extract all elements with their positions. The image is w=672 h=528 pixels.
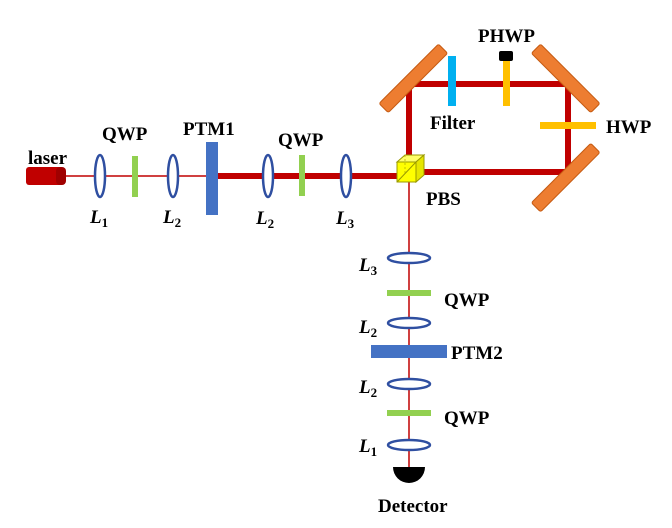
qwp-plate-4 [387,410,431,416]
lens-l3-horizontal [339,153,353,199]
phwp-mount [499,51,513,61]
qwp-plate-1 [132,156,138,197]
lens-label-l2-horizontal-1: L2 [162,207,181,230]
qwp-plate-2 [299,155,305,196]
phwp-plate [503,60,510,106]
phwp-label: PHWP [478,26,535,47]
lens-l2-horizontal-1 [166,153,180,199]
ptm1-label: PTM1 [183,119,235,140]
mirror-top-left [379,44,448,113]
qwp-label-3: QWP [444,290,490,311]
lens-label-l1-horizontal: L1 [89,207,108,230]
filter-plate [448,56,456,106]
qwp-label-4: QWP [444,408,490,429]
lens-label-l2-vertical-2: L2 [358,377,377,400]
ptm1-plate [206,142,218,215]
detector-label: Detector [378,496,448,517]
lens-label-l1-vertical: L1 [358,436,377,459]
hwp-plate [540,122,596,129]
lens-l2-vertical-2 [386,377,432,391]
pbs-cube [395,153,426,184]
mirror-top-right [531,44,600,113]
ptm2-plate [371,345,447,358]
lens-l1-horizontal [93,153,107,199]
lens-l1-vertical [386,438,432,452]
lens-l3-vertical [386,251,432,265]
lens-label-l2-horizontal-2: L2 [255,208,274,231]
laser-source [26,167,66,185]
hwp-label: HWP [606,117,652,138]
ptm2-label: PTM2 [451,343,503,364]
lens-label-l3-vertical: L3 [358,255,378,278]
qwp-label-2: QWP [278,130,324,151]
qwp-plate-3 [387,290,431,296]
detector-icon [393,467,425,483]
pbs-label: PBS [426,189,461,210]
lens-label-l3-horizontal: L3 [335,208,355,231]
lens-l2-horizontal-2 [261,153,275,199]
laser-label: laser [28,148,68,169]
lens-l2-vertical-1 [386,316,432,330]
qwp-label-1: QWP [102,124,148,145]
lens-label-l2-vertical-1: L2 [358,317,377,340]
mirror-bottom-right [531,143,600,212]
filter-label: Filter [430,113,476,134]
